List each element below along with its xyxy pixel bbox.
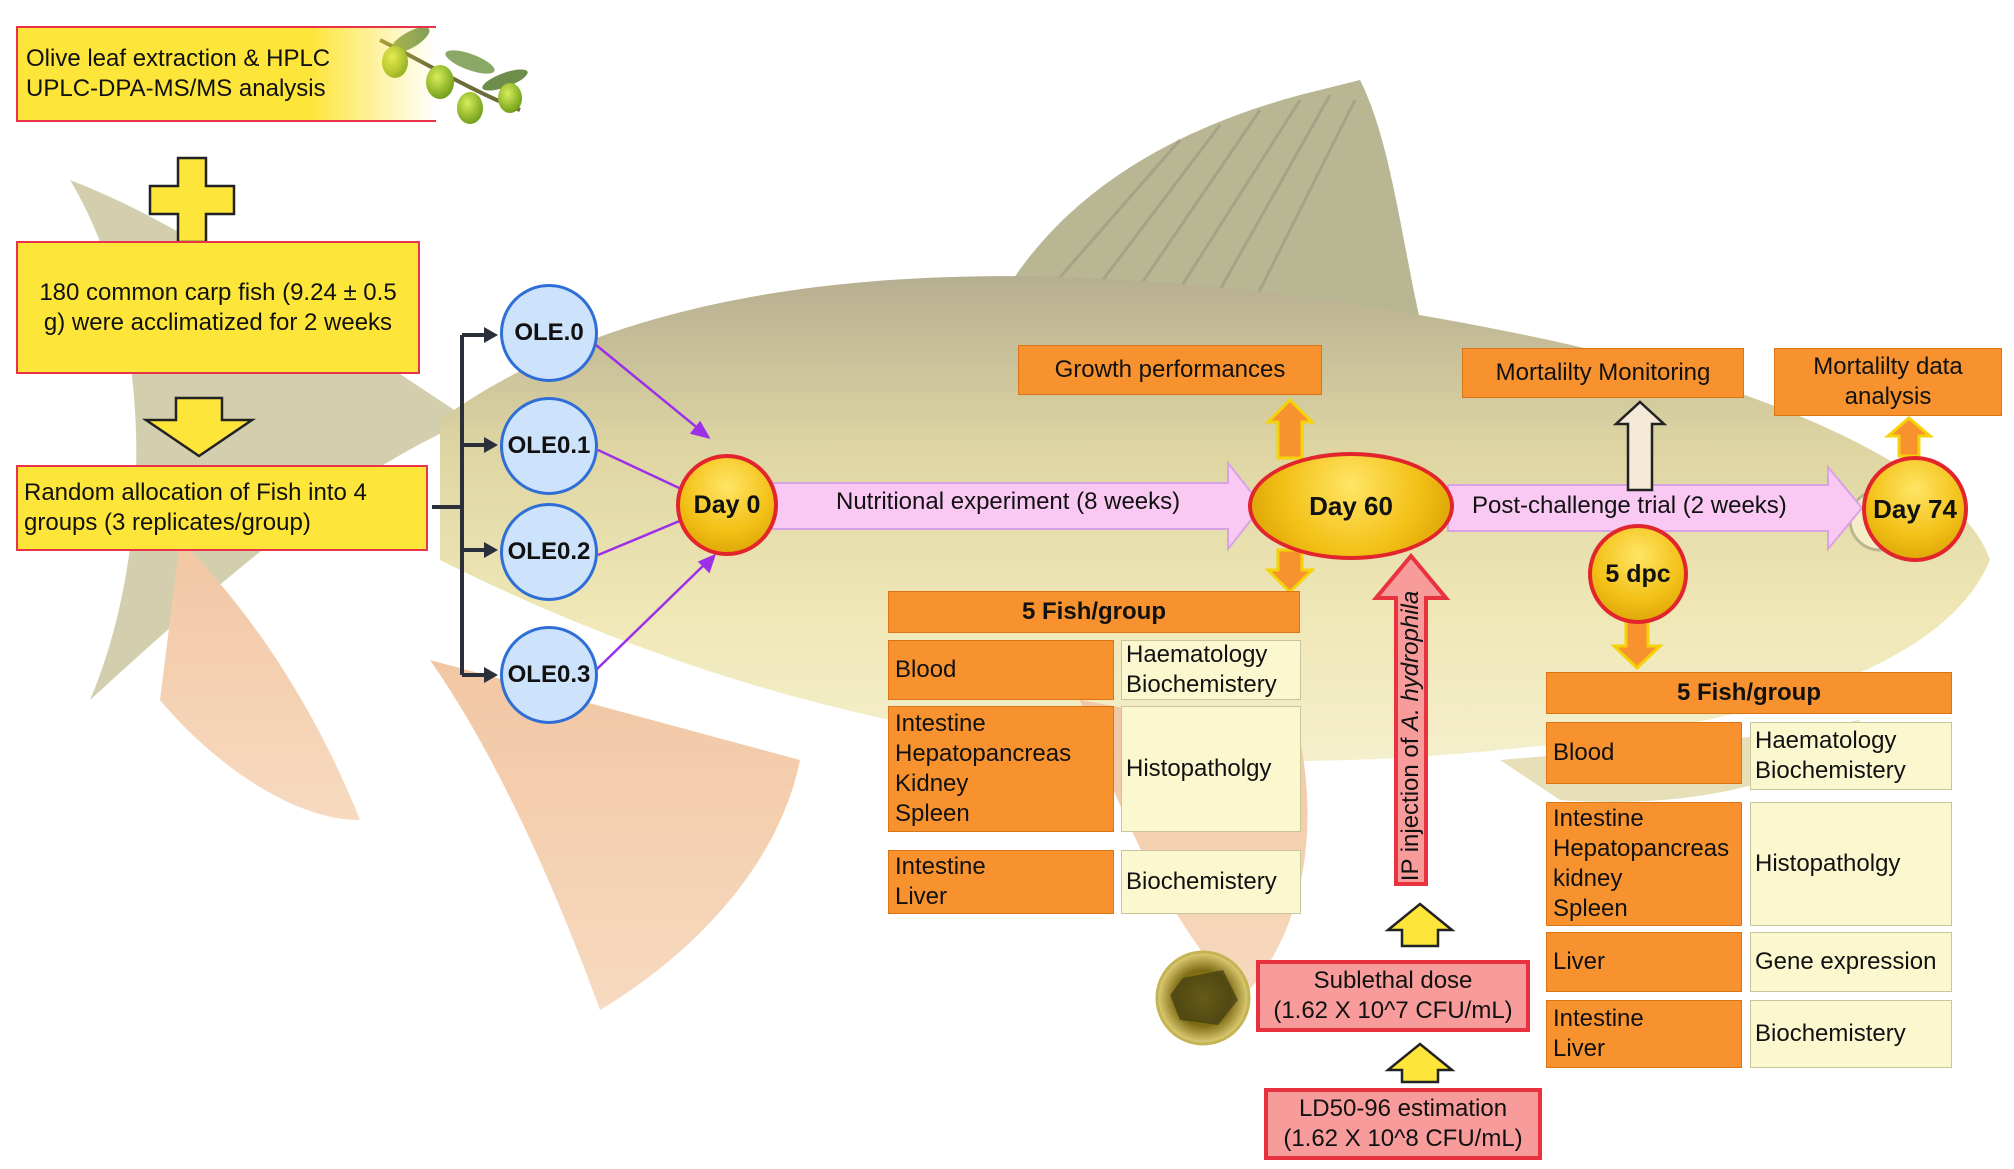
analysis-label: Histopatholgy: [1755, 850, 1901, 877]
tissue-label: Intestine Hepatopancreas kidney Spleen: [1553, 805, 1730, 922]
analysis-label: Haematology Biochemistery: [1126, 641, 1277, 698]
dpc-analysis-blood: Haematology Biochemistery: [1750, 722, 1952, 790]
injection-prefix: IP injection of: [1397, 730, 1424, 882]
tissue-label: Intestine Hepatopancreas Kidney Spleen: [895, 710, 1072, 827]
pelvic-fin: [430, 660, 800, 1010]
dpc-tissue-liver: Liver: [1546, 932, 1742, 992]
growth-box: Growth performances: [1018, 345, 1322, 395]
mortality-monitoring-label: Mortalilty Monitoring: [1495, 359, 1711, 386]
mortality-analysis-label: Mortalilty data analysis: [1813, 353, 1963, 410]
dpc-label: 5 dpc: [1605, 559, 1671, 588]
day60-analysis-gut: Biochemistery: [1121, 850, 1301, 914]
day60-node: Day 60: [1248, 452, 1454, 560]
down-arrow-icon: [141, 396, 257, 458]
post-challenge-label: Post-challenge trial (2 weeks): [1472, 492, 1787, 519]
fish-acclimatization-box: 180 common carp fish (9.24 ± 0.5 g) were…: [16, 241, 420, 374]
fish-acclimatization-text: 180 common carp fish (9.24 ± 0.5 g) were…: [39, 278, 397, 336]
group-ole-0-2: OLE0.2: [500, 503, 598, 601]
group-label: OLE.0: [514, 319, 584, 346]
day74-label: Day 74: [1873, 493, 1957, 524]
group-ole-0-3: OLE0.3: [500, 626, 598, 724]
dpc-tissue-blood: Blood: [1546, 722, 1742, 784]
day60-sampling-header: 5 Fish/group: [888, 591, 1300, 633]
allocation-text: Random allocation of Fish into 4 groups …: [24, 479, 367, 536]
day0-label: Day 0: [693, 490, 761, 519]
sublethal-dose-text: Sublethal dose (1.62 X 10^7 CFU/mL): [1273, 967, 1513, 1024]
monitoring-up-arrow: [1612, 400, 1668, 492]
mortality-monitoring-box: Mortalilty Monitoring: [1462, 348, 1744, 398]
tissue-label: Intestine Liver: [1553, 1005, 1644, 1062]
day60-tissue-gut: Intestine Liver: [888, 850, 1114, 914]
sublethal-up-arrow: [1384, 902, 1456, 948]
day60-analysis-blood: Haematology Biochemistery: [1121, 640, 1301, 700]
analysis-up-arrow: [1883, 416, 1935, 458]
dpc-analysis-organs: Histopatholgy: [1750, 802, 1952, 926]
ld50-box: LD50-96 estimation (1.62 X 10^8 CFU/mL): [1264, 1088, 1542, 1160]
dpc-tissue-gut: Intestine Liver: [1546, 1000, 1742, 1068]
ld50-text: LD50-96 estimation (1.62 X 10^8 CFU/mL): [1283, 1095, 1523, 1152]
dpc-node: 5 dpc: [1588, 524, 1688, 624]
extraction-box: Olive leaf extraction & HPLC UPLC-DPA-MS…: [16, 26, 436, 122]
bacteria-colony-icon: [1155, 950, 1251, 1046]
group-label: OLE0.1: [507, 432, 591, 459]
growth-up-arrow: [1264, 397, 1316, 460]
mortality-analysis-box: Mortalilty data analysis: [1774, 348, 2002, 416]
anal-fin: [160, 540, 360, 820]
analysis-label: Biochemistery: [1126, 868, 1277, 895]
dpc-analysis-liver: Gene expression: [1750, 932, 1952, 992]
dpc-tissue-organs: Intestine Hepatopancreas kidney Spleen: [1546, 802, 1742, 926]
day74-node: Day 74: [1862, 456, 1968, 562]
dorsal-fin: [980, 80, 1420, 340]
injection-species: A. hydrophila: [1397, 590, 1424, 731]
analysis-label: Histopatholgy: [1126, 755, 1272, 782]
group-ole-0-1: OLE0.1: [500, 397, 598, 495]
post-challenge-arrow: [1447, 464, 1864, 552]
dpc-sampling-header-text: 5 Fish/group: [1677, 679, 1821, 706]
analysis-label: Biochemistery: [1755, 1020, 1906, 1047]
group-label: OLE0.3: [507, 661, 591, 688]
tissue-label: Blood: [895, 656, 957, 683]
day60-analysis-organs: Histopatholgy: [1121, 706, 1301, 832]
group-ole-0: OLE.0: [500, 284, 598, 382]
group-bracket: [432, 333, 488, 677]
extraction-text: Olive leaf extraction & HPLC UPLC-DPA-MS…: [26, 45, 331, 102]
day60-tissue-organs: Intestine Hepatopancreas Kidney Spleen: [888, 706, 1114, 832]
allocation-box: Random allocation of Fish into 4 groups …: [16, 465, 428, 551]
tissue-label: Blood: [1553, 739, 1615, 766]
dpc-sampling-header: 5 Fish/group: [1546, 672, 1952, 714]
analysis-label: Gene expression: [1755, 948, 1937, 975]
nutritional-label: Nutritional experiment (8 weeks): [836, 488, 1181, 515]
analysis-label: Haematology Biochemistery: [1755, 727, 1906, 784]
day60-label: Day 60: [1309, 490, 1393, 521]
nutritional-arrow: [771, 460, 1264, 552]
ld50-up-arrow: [1384, 1042, 1456, 1084]
sublethal-dose-box: Sublethal dose (1.62 X 10^7 CFU/mL): [1256, 960, 1530, 1032]
sampling-down-arrow: [1264, 548, 1316, 595]
tissue-label: Liver: [1553, 948, 1606, 975]
group-label: OLE0.2: [507, 538, 591, 565]
day0-node: Day 0: [676, 454, 778, 556]
day60-sampling-header-text: 5 Fish/group: [1022, 598, 1166, 625]
dpc-analysis-gut: Biochemistery: [1750, 1000, 1952, 1068]
injection-arrow: [1371, 552, 1451, 886]
tissue-label: Intestine Liver: [895, 853, 986, 910]
growth-label: Growth performances: [1054, 356, 1286, 383]
day60-tissue-blood: Blood: [888, 640, 1114, 700]
